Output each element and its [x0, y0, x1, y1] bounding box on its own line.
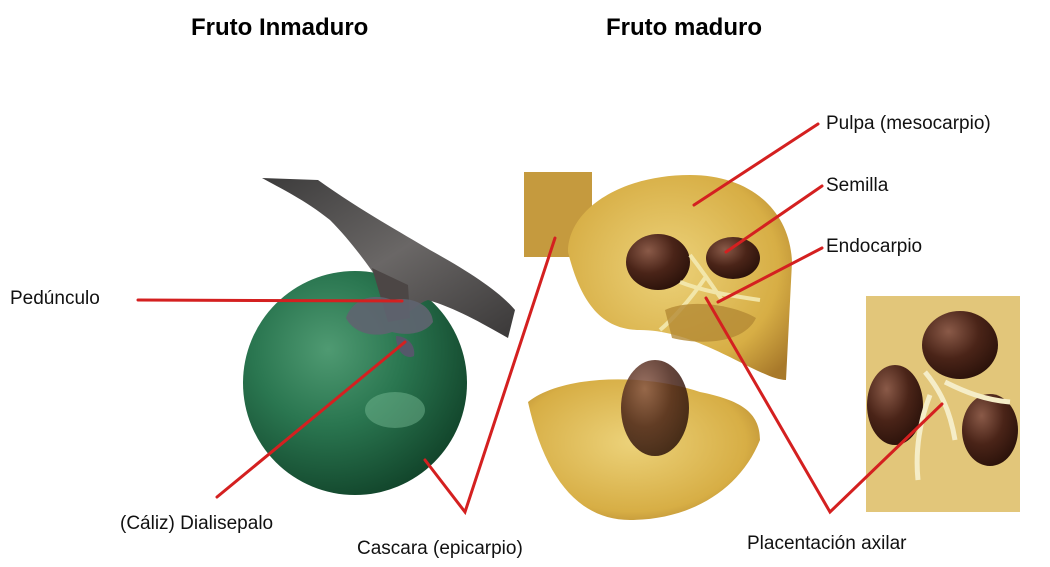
mature-fruit-image [524, 172, 792, 520]
label-pulp: Pulpa (mesocarpio) [826, 113, 991, 135]
label-pedicel: Pedúnculo [10, 288, 100, 310]
label-placentation: Placentación axilar [747, 533, 906, 555]
inset-seed-top [922, 311, 998, 379]
seed-lower [621, 360, 689, 456]
inset-seed-right [962, 394, 1018, 466]
leader-line-pedicel [138, 300, 402, 301]
label-calyx: (Cáliz) Dialisepalo [120, 513, 273, 535]
immature-fruit-image [243, 178, 515, 495]
label-seed: Semilla [826, 175, 888, 197]
label-endocarp: Endocarpio [826, 236, 922, 258]
fruit-highlight [365, 392, 425, 428]
leader-line-pulp [694, 124, 818, 205]
label-peel: Cascara (epicarpio) [357, 538, 523, 560]
seed-2 [706, 237, 760, 279]
inset-seed-left [867, 365, 923, 445]
